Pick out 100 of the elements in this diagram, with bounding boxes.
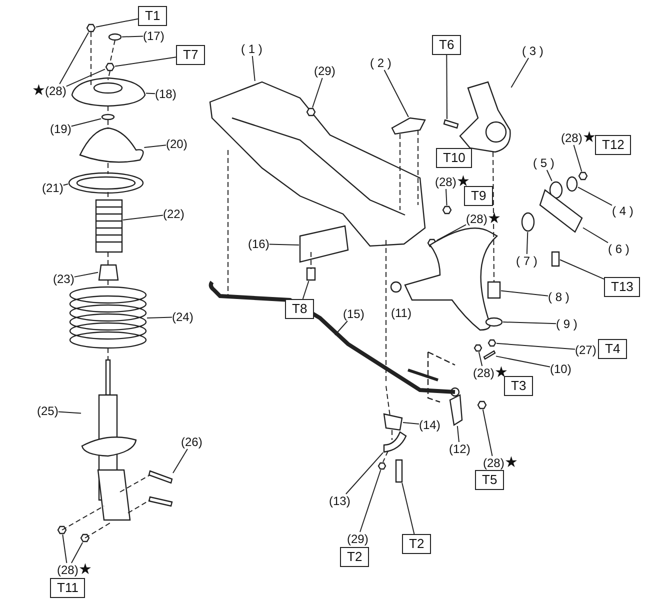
leader-line (62, 534, 68, 564)
callout-number: (25) (37, 404, 58, 418)
leader-line (334, 320, 348, 336)
coil-spring (69, 286, 147, 349)
leader-line (146, 92, 156, 94)
leader-line (500, 290, 548, 296)
hex-nut (442, 206, 452, 214)
leader-line (526, 232, 528, 254)
bolt (395, 459, 403, 483)
callout-number: ( 1 ) (241, 42, 262, 56)
bracket (391, 117, 426, 135)
leader-line (114, 56, 176, 67)
leader-line (502, 322, 556, 324)
torque-code-box: T12 (595, 135, 632, 155)
leader-line (172, 448, 188, 474)
torque-code-box: T2 (340, 547, 370, 567)
leader-line (436, 224, 466, 241)
callout-number: ( 8 ) (548, 290, 570, 304)
leader-line (66, 68, 106, 87)
callout-number: (29) (347, 532, 368, 546)
castle-nut (488, 339, 496, 347)
leader-line (74, 272, 98, 278)
leader-line (546, 170, 552, 182)
bolt (148, 496, 173, 507)
leader-line (478, 352, 483, 366)
dust-boot (95, 199, 123, 253)
torque-code-box: T2 (402, 534, 432, 554)
leader-line (302, 280, 310, 300)
leader-line (510, 58, 530, 88)
assembly-line (128, 500, 150, 514)
bolt (306, 267, 316, 281)
hex-nut (474, 344, 482, 352)
cap (108, 33, 122, 41)
torque-code-box: T13 (604, 277, 640, 297)
leader-line (402, 422, 420, 424)
callout-number: (22) (163, 207, 184, 221)
callout-number: (11) (391, 306, 412, 320)
leader-line (446, 54, 448, 120)
spring-seat (79, 127, 144, 163)
callout-number: (23) (53, 272, 74, 286)
callout-number: (28) (45, 84, 66, 98)
hex-nut (57, 526, 67, 534)
leader-line (146, 316, 172, 318)
leader-line (573, 144, 582, 172)
plate (299, 225, 349, 263)
leader-line (58, 411, 82, 414)
torque-code-box: T3 (504, 376, 534, 396)
callout-number: ( 5 ) (533, 156, 554, 170)
torque-code-box: T1 (138, 6, 168, 26)
star-mark: ★ (582, 129, 596, 146)
torque-code-box: T11 (50, 578, 86, 598)
hex-nut (578, 172, 588, 180)
cotter-pin (483, 350, 496, 360)
callout-number: (16) (248, 237, 270, 251)
callout-number: ( 9 ) (556, 317, 578, 331)
rubber-seat (68, 172, 144, 194)
star-mark: ★ (504, 454, 518, 471)
callout-number: (27) (575, 343, 596, 357)
hex-nut (477, 400, 487, 410)
leader-line (560, 259, 604, 280)
callout-number: (28) (473, 366, 494, 380)
leader-line (70, 118, 102, 127)
callout-number: (18) (155, 87, 176, 101)
leader-line (482, 409, 493, 456)
leader-line (456, 426, 460, 442)
steering-knuckle (459, 81, 511, 153)
leader-line (122, 214, 164, 220)
callout-number: (29) (314, 64, 336, 78)
torque-code-box: T5 (475, 470, 504, 490)
leader-line (59, 32, 89, 84)
bump-stopper (98, 264, 119, 281)
leader-line (96, 18, 138, 28)
assembly-line (120, 474, 150, 492)
leader-line (268, 244, 300, 246)
callout-number: ( 3 ) (522, 44, 544, 58)
assembly-line (110, 40, 116, 64)
star-mark: ★ (487, 210, 500, 227)
torque-code-box: T6 (432, 35, 462, 55)
callout-number: (13) (329, 494, 350, 508)
star-mark: ★ (32, 82, 45, 99)
hex-nut (86, 24, 96, 32)
callout-number: (28) (435, 175, 456, 189)
torque-code-box: T10 (436, 148, 472, 168)
hex-nut (105, 62, 115, 72)
leader-line (360, 470, 382, 532)
callout-number: (28) (466, 212, 488, 226)
torque-code-box: T9 (464, 186, 494, 206)
assembly-line (84, 522, 110, 538)
callout-number: (28) (483, 456, 504, 470)
callout-number: (19) (50, 122, 72, 136)
callout-number: (12) (449, 442, 470, 456)
washer (101, 114, 115, 120)
assembly-line (310, 252, 312, 270)
callout-number: (28) (57, 563, 78, 577)
callout-number: ( 2 ) (370, 56, 392, 70)
bolt (148, 470, 173, 484)
assembly-line (108, 70, 110, 80)
leader-line (312, 78, 323, 108)
washer (549, 181, 563, 199)
assembly-line (492, 152, 494, 282)
